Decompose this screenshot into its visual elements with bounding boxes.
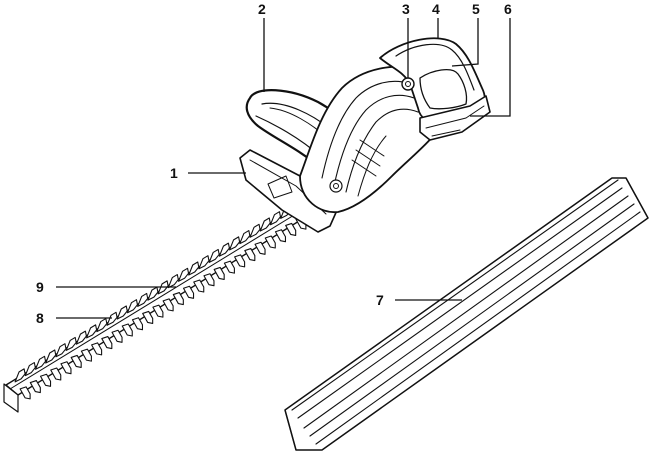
callout-8: 8 xyxy=(36,310,44,326)
callout-4: 4 xyxy=(432,1,440,17)
callout-1: 1 xyxy=(170,165,178,181)
callout-labels: 1 2 3 4 5 6 7 8 9 xyxy=(36,1,512,326)
blade-teeth-upper xyxy=(14,198,302,383)
callout-5: 5 xyxy=(472,1,480,17)
leader-lines xyxy=(56,18,511,319)
blade-assembly xyxy=(3,198,313,413)
callout-9: 9 xyxy=(36,279,44,295)
callout-7: 7 xyxy=(376,292,384,308)
leader-6 xyxy=(470,18,511,117)
blade-teeth-lower xyxy=(19,216,307,400)
callout-2: 2 xyxy=(258,1,266,17)
hand-guard xyxy=(239,149,339,233)
blade-tip xyxy=(3,383,19,413)
leader-5 xyxy=(451,18,479,67)
callout-6: 6 xyxy=(504,1,512,17)
rear-handle xyxy=(379,37,486,124)
battery-pack xyxy=(419,95,491,141)
switch-button xyxy=(401,77,415,91)
blade-bar xyxy=(5,204,313,396)
callout-3: 3 xyxy=(402,1,410,17)
blade-cover xyxy=(284,177,649,451)
